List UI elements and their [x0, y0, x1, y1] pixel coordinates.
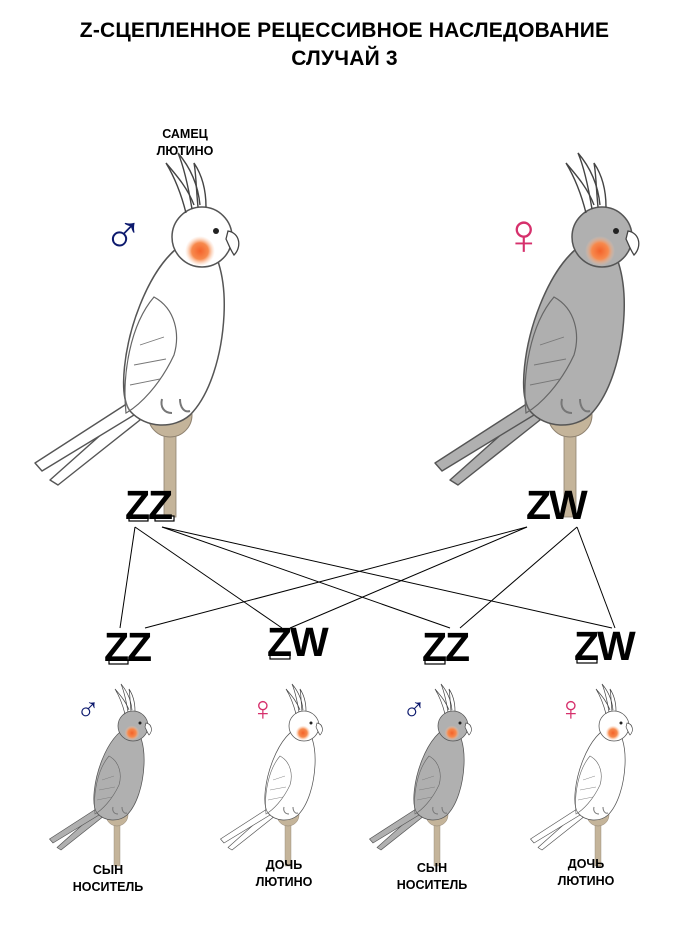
offspring-2-genotype: ZW [267, 619, 329, 665]
offspring-2-label-line1: ДОЧЬ [265, 858, 303, 872]
allele-bars [108, 515, 598, 665]
offspring-3-label: СЫН НОСИТЕЛЬ [384, 860, 480, 894]
offspring-1-label-line2: НОСИТЕЛЬ [72, 880, 144, 894]
offspring-2-label-line2: ЛЮТИНО [255, 875, 313, 889]
offspring-3-label-line1: СЫН [416, 861, 448, 875]
page-title: Z-СЦЕПЛЕННОЕ РЕЦЕССИВНОЕ НАСЛЕДОВАНИЕ [79, 19, 610, 42]
father-label-line1: САМЕЦ [162, 127, 208, 141]
father-genotype: ZZ [125, 482, 173, 528]
offspring-1-genotype: ZZ [104, 624, 152, 670]
offspring-4-label-line2: ЛЮТИНО [557, 874, 615, 888]
offspring-1-label-line1: СЫН [92, 863, 124, 877]
male-sign-icon: ♂ [402, 690, 426, 726]
female-sign-icon: ♀ [558, 690, 584, 728]
mother-genotype: ZW [526, 482, 588, 528]
male-sign-icon: ♂ [103, 203, 144, 263]
female-sign-icon: ♀ [502, 202, 546, 267]
offspring-4-label: ДОЧЬ ЛЮТИНО [538, 856, 634, 890]
father-label-line2: ЛЮТИНО [156, 144, 214, 158]
father-label: САМЕЦ ЛЮТИНО [140, 126, 230, 160]
offspring-3-label-line2: НОСИТЕЛЬ [396, 878, 468, 892]
offspring-1-label: СЫН НОСИТЕЛЬ [60, 862, 156, 896]
male-sign-icon: ♂ [76, 690, 100, 726]
female-sign-icon: ♀ [250, 690, 276, 728]
offspring-4-genotype: ZW [574, 623, 636, 669]
page-subtitle: СЛУЧАЙ 3 [291, 47, 398, 70]
cross-lines [119, 526, 616, 629]
offspring-1-bird [49, 683, 152, 867]
offspring-4-label-line1: ДОЧЬ [567, 857, 605, 871]
offspring-3-genotype: ZZ [422, 624, 470, 670]
offspring-2-label: ДОЧЬ ЛЮТИНО [236, 857, 332, 891]
